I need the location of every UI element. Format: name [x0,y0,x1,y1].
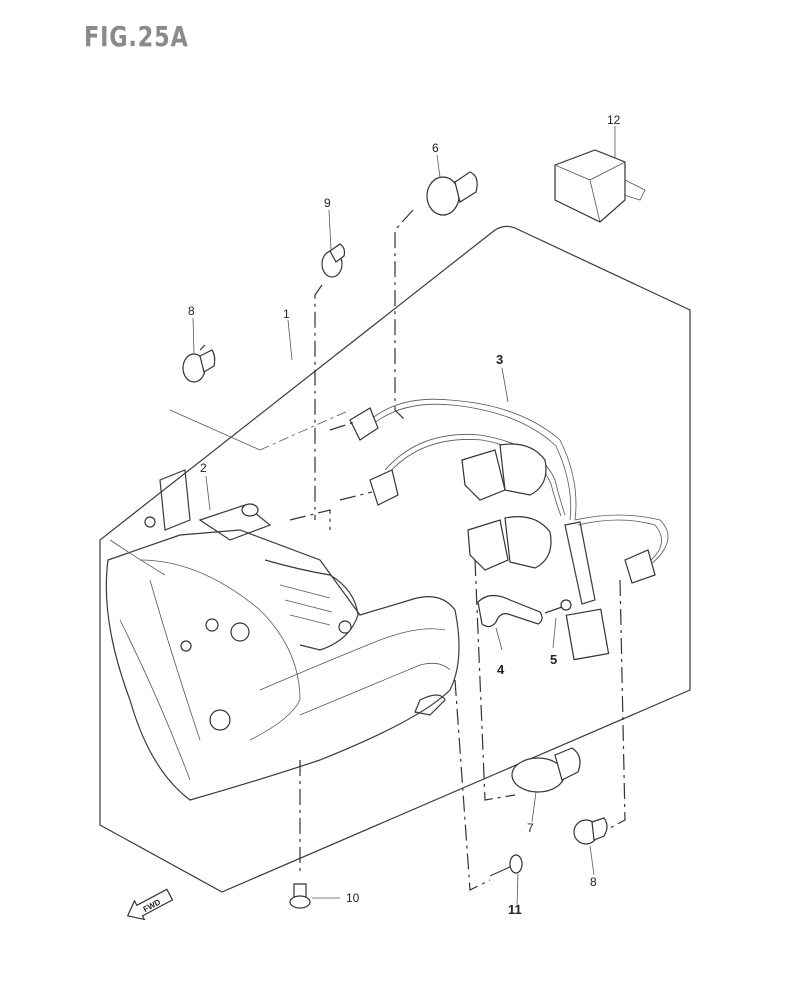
callout-1: 1 [283,307,290,321]
callout-10: 10 [346,891,360,905]
callout-5: 5 [550,652,557,667]
figure-title: FIG.25A [84,20,189,53]
callout-12: 12 [607,113,621,127]
assembly-outline [99,225,691,893]
callouts: 1 2 3 4 5 6 7 8 8 9 10 11 12 [188,113,621,917]
leader-lines [192,126,626,906]
fwd-arrow: FWD [126,888,174,921]
callout-8b: 8 [590,875,597,889]
part-7-bulb [511,747,581,793]
callout-7: 7 [527,821,534,835]
callout-9: 9 [324,196,331,210]
part-8a-bulb [182,349,216,383]
callout-8a: 8 [188,304,195,318]
part-10-bolt [289,883,311,909]
part-6-bulb [426,171,478,216]
part-4-clamp [477,594,543,628]
callout-11: 11 [508,902,522,917]
callout-3: 3 [496,352,503,367]
part-9-bulb [321,243,346,278]
part-3-wiring-harness [349,398,669,661]
callout-2: 2 [200,461,207,475]
callout-4: 4 [497,662,505,677]
part-5-screw [544,599,572,614]
part-12-relay [554,149,646,223]
part-8b-bulb [573,817,608,845]
part-11-screw [489,854,523,877]
callout-6: 6 [432,141,439,155]
headlight-assembly [105,469,460,801]
